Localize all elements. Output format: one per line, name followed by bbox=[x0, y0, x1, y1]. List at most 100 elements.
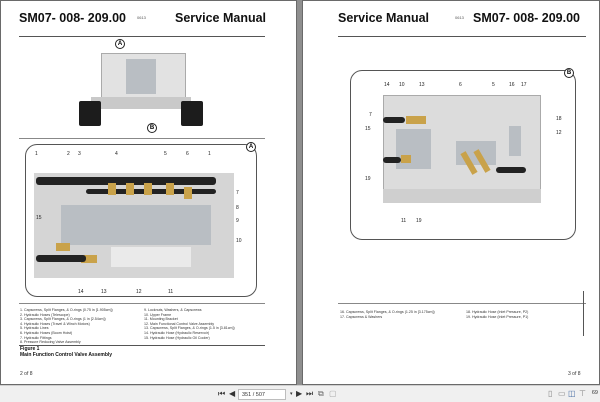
copy-icon[interactable]: ⧉ bbox=[318, 389, 324, 398]
doc-number: SM07- 008- 209.00 bbox=[473, 11, 581, 25]
page-title: Service Manual bbox=[338, 11, 430, 25]
legend-col2: 9. Locknuts, Washers, & Capscrews 10. Up… bbox=[144, 308, 235, 340]
label: 4 bbox=[115, 151, 118, 157]
last-page-button[interactable]: ⏭ bbox=[306, 389, 314, 398]
label: 5 bbox=[164, 151, 167, 157]
hose bbox=[496, 167, 526, 173]
fit-page-icon[interactable]: ⊤ bbox=[579, 389, 586, 398]
fitting bbox=[108, 183, 116, 195]
frame-rail bbox=[383, 189, 541, 203]
zoom-level[interactable]: 69 bbox=[591, 390, 598, 396]
machine-overview-figure: A B bbox=[71, 39, 211, 135]
prev-page-button[interactable]: ◀ bbox=[229, 389, 236, 398]
label: 11 bbox=[168, 289, 174, 295]
legend-item: 6. Hydraulic Hoses (Boom Hoist) bbox=[20, 330, 73, 335]
label: 2 bbox=[67, 151, 70, 157]
bracket bbox=[509, 126, 521, 156]
label: 8 bbox=[236, 205, 239, 211]
legend-item: 9. Locknuts, Washers, & Capscrews bbox=[144, 308, 202, 312]
header-rule bbox=[338, 36, 586, 37]
legend-item: 2. Hydraulic Hoses (Telescope) bbox=[20, 312, 70, 317]
legend-item: 13. Capscrews, Split Flanges, & O-rings … bbox=[144, 326, 235, 331]
machine-center bbox=[126, 59, 156, 94]
continuous-view-icon[interactable]: ▭ bbox=[558, 389, 566, 398]
first-page-button[interactable]: ⏮ bbox=[218, 389, 226, 398]
page-number: 3 of 8 bbox=[568, 371, 581, 377]
label: 3 bbox=[78, 151, 81, 157]
legend-item: 19. Hydraulic Hose (Inlet Pressure, P1) bbox=[466, 314, 529, 319]
callout-b: B bbox=[147, 123, 157, 133]
legend-item: 7. Hydraulic Fittings bbox=[20, 335, 52, 340]
machine-chassis bbox=[91, 97, 191, 109]
page-dropdown-icon[interactable]: ▾ bbox=[290, 391, 293, 397]
two-page-view-icon[interactable]: ◫ bbox=[568, 389, 576, 398]
label: 5 bbox=[492, 82, 495, 88]
label: 16 bbox=[509, 82, 515, 88]
label: 14 bbox=[78, 289, 84, 295]
page-indicator: 351 / 507 bbox=[242, 392, 265, 398]
revision: 0613 bbox=[455, 15, 464, 20]
fitting bbox=[401, 155, 411, 163]
label: 11 bbox=[401, 218, 407, 224]
page-number: 2 of 8 bbox=[20, 371, 33, 377]
legend-item: 10. Upper Frame bbox=[144, 312, 172, 317]
callout-detail-b: B bbox=[564, 68, 574, 78]
label: 7 bbox=[236, 190, 239, 196]
detail-figure-a: A 1 2 3 4 5 6 1 7 8 9 10 15 14 bbox=[25, 142, 257, 297]
callout-detail-a: A bbox=[246, 142, 256, 152]
legend-item: 14. Hydraulic Hose (Hydraulic Reservoir) bbox=[144, 330, 210, 335]
fitting bbox=[144, 183, 152, 195]
label: 13 bbox=[101, 289, 107, 295]
figure-title: Main Function Control Valve Assembly bbox=[20, 352, 113, 358]
legend-col1: 1. Capscrews, Split Flanges, & O-rings (… bbox=[20, 308, 113, 345]
label: 10 bbox=[399, 82, 405, 88]
label: 13 bbox=[419, 82, 425, 88]
legend-item: 11. Mounting Bracket bbox=[144, 317, 178, 322]
page-title: Service Manual bbox=[175, 11, 267, 25]
label: 17 bbox=[521, 82, 527, 88]
control-valve bbox=[61, 205, 211, 245]
caption-rule bbox=[19, 345, 265, 346]
legend-item: 5. Hydraulic Lines bbox=[20, 326, 49, 331]
single-page-view-icon[interactable]: ▯ bbox=[548, 389, 553, 398]
margin-rule bbox=[583, 291, 584, 336]
legend-col2: 18. Hydraulic Hose (Inlet Pressure, P2) … bbox=[466, 310, 528, 319]
figure-label: Figure 1 bbox=[20, 346, 40, 352]
legend-item: 3. Capscrews, Split Flanges, & O-rings (… bbox=[20, 317, 106, 322]
label: 7 bbox=[369, 112, 372, 118]
label: 6 bbox=[459, 82, 462, 88]
figure-caption: Figure 1 Main Function Control Valve Ass… bbox=[20, 346, 112, 358]
figure-rule bbox=[19, 138, 265, 139]
left-track bbox=[79, 101, 101, 126]
label: 1 bbox=[208, 151, 211, 157]
fitting bbox=[406, 116, 426, 124]
revision: 0613 bbox=[137, 15, 146, 20]
hose bbox=[383, 157, 401, 163]
page-number-input[interactable]: 351 / 507 bbox=[238, 389, 286, 400]
doc-number: SM07- 008- 209.00 bbox=[19, 11, 127, 25]
label: 1 bbox=[35, 151, 38, 157]
label: 19 bbox=[365, 176, 371, 182]
hose bbox=[383, 117, 405, 123]
left-page: SM07- 008- 209.00 0613 Service Manual A … bbox=[0, 0, 297, 385]
label: 14 bbox=[384, 82, 390, 88]
legend-item: 1. Capscrews, Split Flanges, & O-rings (… bbox=[20, 308, 113, 312]
mounting-bracket bbox=[111, 247, 191, 267]
label: 15 bbox=[365, 126, 371, 132]
legend-item: 4. Hydraulic Hoses (Travel & Winch Motor… bbox=[20, 321, 90, 326]
label: 12 bbox=[556, 130, 562, 136]
next-page-button[interactable]: ▶ bbox=[296, 389, 303, 398]
detail-figure-b: B 14 10 13 6 5 16 17 7 15 19 18 12 11 bbox=[350, 68, 576, 240]
reservoir-hose bbox=[36, 255, 86, 262]
legend-item: 17. Capscrews & Washers bbox=[340, 314, 383, 319]
label: 15 bbox=[36, 215, 42, 221]
select-icon[interactable]: ▢ bbox=[329, 389, 337, 398]
right-page: Service Manual 0613 SM07- 008- 209.00 B … bbox=[302, 0, 600, 385]
label: 12 bbox=[136, 289, 142, 295]
valve-block bbox=[396, 129, 431, 169]
legend-item: 15. Hydraulic Hose (Hydraulic Oil Cooler… bbox=[144, 335, 210, 340]
label: 10 bbox=[236, 238, 242, 244]
legend-rule bbox=[338, 303, 586, 304]
hose-bundle bbox=[36, 177, 216, 185]
